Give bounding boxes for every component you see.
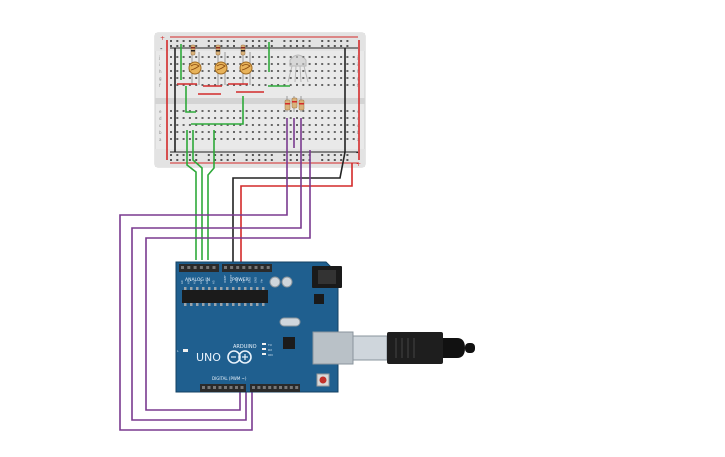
svg-text:i: i [357, 62, 358, 67]
svg-text:A2: A2 [193, 280, 197, 284]
rgb-led[interactable] [287, 54, 309, 83]
board-brand: ARDUINO [233, 344, 257, 350]
svg-text:RX: RX [268, 348, 272, 352]
svg-text:5V: 5V [241, 279, 245, 283]
header-power-label: POWER [232, 277, 249, 283]
wire-purple-3[interactable] [145, 150, 311, 411]
header-analog[interactable] [179, 264, 219, 272]
voltage-regulator [314, 294, 324, 304]
rail-plus-label: + [160, 35, 165, 42]
svg-text:c: c [357, 123, 359, 128]
svg-text:A3: A3 [199, 280, 203, 284]
wire-purple-1[interactable] [119, 148, 288, 431]
svg-text:f: f [159, 83, 161, 88]
header-pins-bottom[interactable] [202, 386, 299, 389]
chip-pins [184, 287, 265, 306]
svg-text:f: f [357, 83, 359, 88]
svg-text:GND: GND [247, 277, 251, 283]
wire-black-gnd[interactable] [232, 151, 346, 268]
svg-text:3.3V: 3.3V [235, 277, 239, 283]
wire-red-5v[interactable] [240, 163, 353, 268]
photoresistor-2[interactable] [214, 52, 228, 85]
svg-text:c: c [159, 123, 161, 128]
arduino-uno-board[interactable]: ANALOG IN POWER ARDUINO UNO [175, 261, 354, 393]
crystal [279, 317, 301, 327]
svg-text:Vin: Vin [260, 279, 264, 283]
board-model: UNO [196, 351, 221, 364]
usb-cable[interactable] [352, 332, 475, 364]
svg-text:i: i [159, 62, 160, 67]
capacitor-1 [269, 276, 281, 288]
usb-b-port[interactable] [312, 331, 354, 365]
photoresistor-3[interactable] [239, 52, 253, 85]
svg-text:GND: GND [254, 277, 258, 283]
svg-text:TX: TX [267, 343, 272, 347]
header-digital-label: DIGITAL (PWM ~) [212, 376, 247, 381]
header-analog-label: ANALOG IN [185, 277, 210, 283]
rail-plus-label-right: + [356, 161, 361, 168]
resistor-3[interactable] [240, 44, 246, 56]
svg-text:A1: A1 [186, 280, 190, 284]
svg-text:IOREF: IOREF [223, 275, 227, 283]
wire-purple-2[interactable] [131, 148, 302, 421]
svg-text:b: b [159, 130, 162, 135]
onboard-leds [183, 343, 266, 355]
svg-text:h: h [159, 69, 162, 74]
svg-text:ON: ON [268, 353, 273, 357]
photoresistor-1[interactable] [188, 52, 202, 85]
breadboard-jumpers[interactable] [166, 40, 360, 260]
header-pins-top[interactable] [181, 266, 270, 269]
svg-text:L: L [177, 349, 179, 353]
resistor-1[interactable] [190, 44, 196, 56]
header-digital-low[interactable] [200, 384, 246, 392]
svg-text:g: g [159, 76, 162, 81]
rail-minus-label: - [160, 45, 163, 53]
resistor-led-1[interactable] [284, 96, 291, 112]
svg-text:RESET: RESET [229, 274, 233, 283]
usb-chip [283, 337, 295, 349]
svg-text:j: j [158, 55, 160, 60]
arduino-logo [227, 350, 252, 364]
svg-text:e: e [159, 109, 162, 114]
svg-text:A4: A4 [205, 280, 209, 284]
resistor-led-2[interactable] [291, 96, 298, 112]
breadboard-holes[interactable] [170, 40, 355, 161]
svg-text:a: a [159, 137, 162, 142]
svg-text:d: d [159, 116, 162, 121]
header-power[interactable] [222, 264, 272, 272]
atmega-chip [182, 290, 268, 303]
resistor-led-3[interactable] [298, 96, 305, 112]
capacitor-2 [281, 276, 293, 288]
resistor-2[interactable] [215, 44, 221, 56]
svg-text:A0: A0 [180, 280, 184, 284]
svg-text:j: j [356, 55, 358, 60]
rail-minus-label-right: - [356, 149, 359, 157]
svg-text:A5: A5 [212, 280, 216, 284]
